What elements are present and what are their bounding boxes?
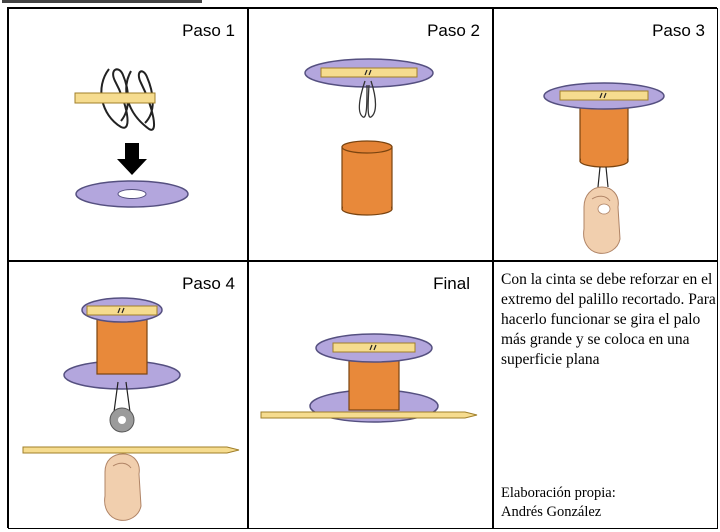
credit-text: Elaboración propia: Andrés González [501, 484, 616, 522]
rubber-band-strand [113, 381, 131, 413]
panel-title: Final [433, 274, 470, 293]
panel-title: Paso 3 [652, 21, 705, 40]
down-arrow-icon [117, 143, 147, 175]
hanging-rubber-band [358, 80, 377, 118]
paso-3-illustration [543, 82, 665, 254]
cd-disc [75, 180, 189, 208]
long-skewer-stick [22, 446, 240, 454]
instructions-text: Con la cinta se debe reforzar en el extr… [501, 271, 716, 368]
hand-icon [104, 453, 142, 521]
finished-spinner [260, 333, 478, 423]
spool-with-two-discs [63, 297, 181, 390]
paso-4-illustration [22, 297, 240, 521]
panel-title: Paso 2 [427, 21, 480, 40]
panel-description: Con la cinta se debe reforzar en el extr… [493, 261, 718, 529]
toothpick-stick [74, 92, 156, 104]
panel-paso-4: Paso 4 [8, 261, 248, 529]
credit-line-1: Elaboración propia: [501, 485, 616, 501]
panel-paso-1: Paso 1 [8, 8, 248, 261]
panel-paso-3: Paso 3 [493, 8, 718, 261]
final-illustration [260, 333, 478, 423]
paso-1-illustration [74, 68, 189, 208]
spool-assembly [543, 82, 665, 188]
hand-icon [583, 186, 621, 254]
cropped-top-text [0, 0, 260, 6]
spool-cylinder [341, 140, 393, 216]
panel-title: Paso 4 [182, 274, 235, 293]
panel-title: Paso 1 [182, 21, 235, 40]
washer [109, 407, 135, 433]
credit-line-2: Andrés González [501, 504, 602, 520]
long-skewer-stick [260, 411, 478, 419]
panel-paso-2: Paso 2 [248, 8, 493, 261]
disc-with-stick [304, 58, 434, 88]
paso-2-illustration [304, 58, 434, 216]
instruction-grid: Paso 1 Paso 2 [7, 7, 718, 529]
panel-final: Final [248, 261, 493, 529]
rubber-band-loops [100, 68, 156, 131]
